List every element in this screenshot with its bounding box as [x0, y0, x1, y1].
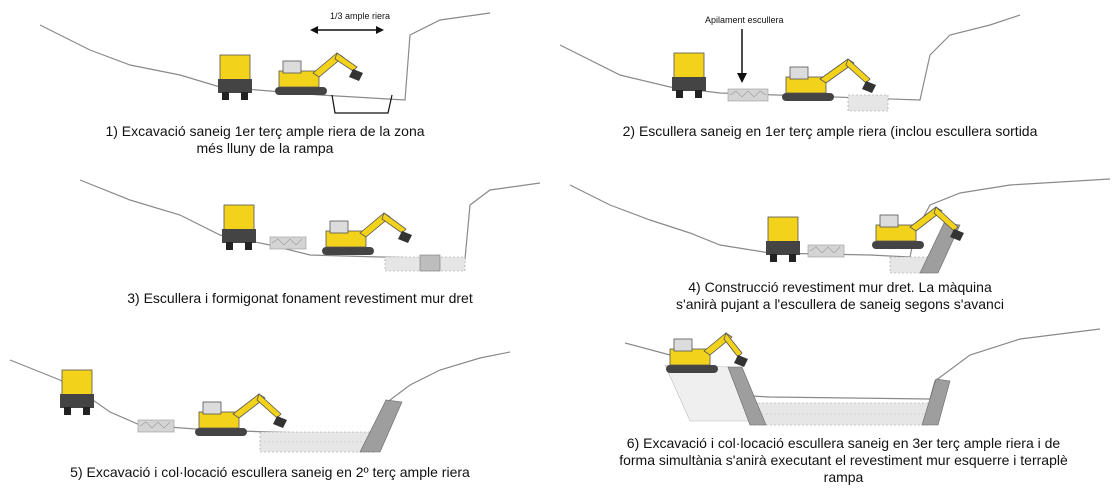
width-dimension-label: 1/3 ample riera — [330, 11, 390, 21]
dump-truck-icon — [222, 204, 256, 250]
left-wall-lining — [727, 366, 767, 426]
excavator-icon — [666, 332, 748, 373]
dump-truck-icon — [766, 216, 800, 262]
step-4-caption: 4) Construcció revestiment mur dret. La … — [570, 279, 1110, 313]
step-3-caption: 3) Escullera i formigonat fonament reves… — [90, 290, 510, 307]
dump-truck-icon — [672, 52, 706, 98]
stockpile-arrow — [737, 29, 747, 83]
step-4-panel: 4) Construcció revestiment mur dret. La … — [569, 175, 1117, 325]
terrain-profile — [79, 179, 541, 260]
step-5-panel: 5) Excavació i col·locació escullera san… — [9, 340, 540, 488]
riprap-stockpile — [727, 88, 769, 102]
caption-line: forma simultània s'anirà executant el re… — [619, 452, 1068, 468]
right-wall-lining — [359, 399, 403, 453]
right-wall-lining — [921, 378, 951, 426]
placed-riprap — [749, 402, 931, 426]
terrain-profile — [559, 14, 1021, 101]
step-2-diagram: Apilament escullera — [559, 14, 1021, 112]
step-1-diagram — [39, 12, 491, 114]
excavator-icon — [872, 206, 964, 249]
step-4-diagram — [569, 178, 1111, 274]
step-6-diagram — [624, 328, 1101, 426]
terrain-profile — [39, 12, 491, 101]
step-3-diagram — [79, 179, 541, 272]
stockpile-label: Apilament escullera — [705, 15, 784, 25]
caption-line: més lluny de la rampa — [196, 140, 334, 156]
right-wall-lining — [889, 222, 961, 274]
dump-truck-icon — [60, 369, 94, 415]
placed-riprap — [847, 94, 889, 112]
step-2-caption: 2) Escullera saneig en 1er terç ample ri… — [560, 123, 1100, 140]
riprap-stockpile — [137, 419, 175, 433]
dump-truck-icon — [218, 54, 252, 100]
wall-foundation — [384, 254, 466, 272]
step-2-panel: Apilament escullera 2) Escullera sa — [559, 5, 1117, 165]
step-1-panel: 1/3 ample riera 1) Excavació saneig 1er … — [20, 5, 540, 165]
terrain-profile — [569, 178, 1111, 258]
caption-line: 2) Escullera saneig en 1er terç ample ri… — [622, 123, 1038, 139]
step-1-caption: 1) Excavació saneig 1er terç ample riera… — [50, 123, 480, 157]
caption-line: 1) Excavació saneig 1er terç ample riera… — [105, 123, 425, 139]
step-6-caption: 6) Excavació i col·locació escullera san… — [570, 435, 1117, 486]
excavator-icon — [195, 393, 287, 436]
step-6-panel: 6) Excavació i col·locació escullera san… — [570, 325, 1117, 488]
step-5-diagram — [9, 351, 511, 453]
caption-line: s'anirà pujant a l'escullera de saneig s… — [676, 296, 1004, 312]
caption-line: 6) Excavació i col·locació escullera san… — [626, 435, 1061, 451]
caption-line: 5) Excavació i col·locació escullera san… — [70, 464, 470, 480]
placed-riprap — [259, 431, 376, 453]
excavator-icon — [275, 52, 363, 95]
riprap-stockpile — [269, 236, 307, 250]
excavation-trench — [331, 94, 393, 114]
step-5-caption: 5) Excavació i col·locació escullera san… — [10, 464, 530, 481]
excavator-icon — [322, 212, 412, 255]
riprap-stockpile — [807, 244, 845, 258]
caption-line: 4) Construcció revestiment mur dret. La … — [688, 279, 992, 295]
caption-line: rampa — [823, 469, 864, 485]
step-3-panel: 3) Escullera i formigonat fonament reves… — [70, 175, 550, 315]
width-dimension-arrow — [310, 26, 384, 34]
excavator-icon — [782, 58, 876, 101]
caption-line: 3) Escullera i formigonat fonament reves… — [127, 290, 473, 306]
